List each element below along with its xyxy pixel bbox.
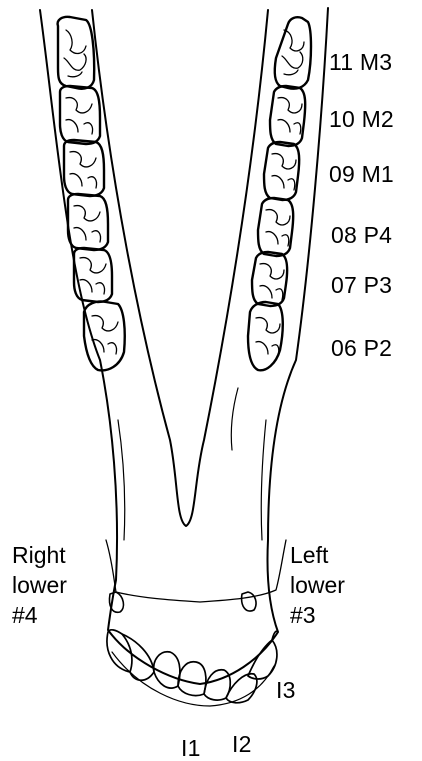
mental-foramen-left	[242, 592, 256, 611]
tooth-410	[60, 86, 100, 144]
incisor-arcade	[107, 630, 278, 706]
quadrant-label-right-lower: Right lower #4	[12, 540, 67, 630]
tooth-407	[74, 248, 112, 302]
tooth-308	[258, 198, 293, 256]
quadrant-left-line-2: lower	[290, 570, 345, 600]
mandible-inner-outline	[92, 10, 268, 526]
tooth-306	[248, 302, 283, 370]
tooth-label-11-m3: 11 M3	[329, 51, 392, 74]
tooth-408	[68, 194, 108, 250]
mandible-outline	[40, 8, 328, 684]
quadrant-right-line-2: lower	[12, 570, 67, 600]
tooth-label-09-m1: 09 M1	[329, 163, 394, 186]
quadrant-left-line-3: #3	[290, 600, 345, 630]
tooth-label-08-p4: 08 P4	[331, 224, 392, 247]
incisor-label-i1: I1	[181, 737, 201, 760]
quadrant-label-left-lower: Left lower #3	[290, 540, 345, 630]
incisor-label-i2: I2	[232, 733, 252, 756]
tooth-311	[275, 17, 311, 88]
tooth-409	[64, 140, 104, 196]
quadrant-right-line-3: #4	[12, 600, 67, 630]
tooth-309	[264, 142, 299, 200]
symphysis-ridge	[106, 540, 286, 602]
tooth-label-07-p3: 07 P3	[331, 274, 392, 297]
tooth-label-06-p2: 06 P2	[331, 337, 392, 360]
quadrant-left-line-1: Left	[290, 540, 345, 570]
quadrant-right-line-1: Right	[12, 540, 67, 570]
tooth-406	[84, 301, 125, 370]
incisor-label-i3: I3	[276, 679, 296, 702]
right-cheek-teeth	[58, 17, 125, 371]
tooth-label-10-m2: 10 M2	[329, 108, 394, 131]
tooth-310	[270, 86, 305, 146]
